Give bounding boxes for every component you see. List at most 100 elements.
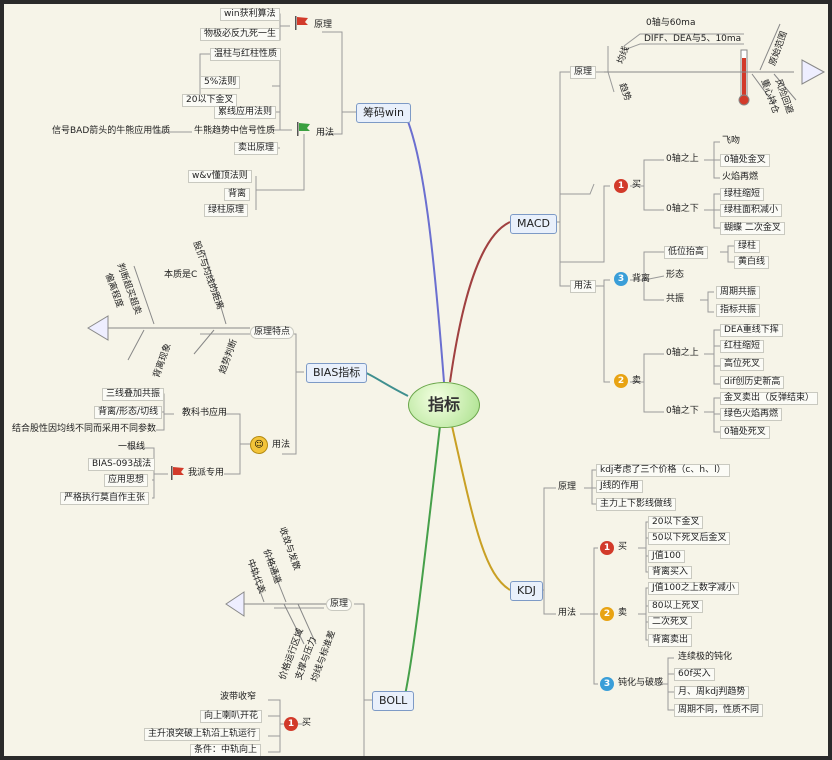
kdj-usage-label: 用法 (558, 608, 577, 618)
bias-textbook-item: 三线叠加共振 (102, 388, 165, 401)
chip-usage-label: 用法 (316, 128, 335, 138)
macd-buy-above-item: 火焰再燃 (722, 172, 759, 182)
number-3-icon: 3 (600, 677, 614, 691)
bias-textbook-item: 结合股性因均线不同而采用不同参数 (12, 424, 157, 434)
macd-buy-below-item: 绿柱缩短 (720, 188, 765, 201)
smiley-icon: ☺ (250, 436, 268, 454)
number-2-icon: 2 (614, 374, 628, 388)
kdj-buy-label: 买 (618, 542, 628, 552)
chip-principle-label: 原理 (314, 20, 333, 30)
chip-usage-item: 温柱与红柱性质 (210, 48, 282, 61)
branch-chip-win[interactable]: 筹码win (356, 103, 412, 123)
bias-usage-label: 用法 (272, 440, 291, 450)
kdj-principle-item: 主力上下影线做线 (596, 498, 677, 511)
macd-sell-label: 卖 (632, 376, 642, 386)
kdj-passivation-item: 周期不同，性质不同 (674, 704, 764, 717)
chip-principle-item: 物极必反九死一生 (200, 28, 281, 41)
number-3-icon: 3 (614, 272, 628, 286)
kdj-sell-item: 背离卖出 (648, 634, 693, 647)
connector-lines (87, 13, 826, 756)
kdj-buy-item: J值100 (648, 550, 685, 563)
macd-div-item: 低位抬高 (664, 246, 709, 259)
macd-buy-above-item: 0轴处金叉 (720, 154, 770, 167)
branch-boll[interactable]: BOLL (372, 691, 415, 711)
boll-principle-label: 原理 (326, 598, 353, 611)
macd-usage-label: 用法 (570, 280, 597, 293)
macd-buy-below: 0轴之下 (666, 204, 699, 214)
bias-textbook-item: 背离/形态/切线 (94, 406, 163, 419)
red-flag-icon (170, 466, 186, 480)
macd-div-sub: 周期共振 (716, 286, 761, 299)
boll-buy-label: 买 (302, 718, 312, 728)
chip-usage-item: 卖出原理 (234, 142, 279, 155)
macd-div-item: 形态 (666, 270, 685, 280)
macd-div-sub: 黄白线 (734, 256, 770, 269)
macd-sell-below: 0轴之下 (666, 406, 699, 416)
macd-sell-above-item: 红柱缩短 (720, 340, 765, 353)
kdj-buy-item: 20以下金叉 (648, 516, 704, 529)
boll-buy-item: 主升浪突破上轨沿上轨运行 (144, 728, 261, 741)
macd-buy-above-item: 飞吻 (722, 136, 741, 146)
kdj-sell-item: 二次死叉 (648, 616, 693, 629)
macd-sell-above-item: dif创历史新高 (720, 376, 785, 389)
macd-sell-above-item: DEA重线下挥 (720, 324, 783, 337)
boll-buy-item: 条件：中轨向上 (190, 744, 262, 756)
bias-custom-item: 一根线 (118, 442, 146, 452)
macd-sell-below-item: 金叉卖出（反弹结束） (720, 392, 819, 405)
kdj-passivation-item: 60f买入 (674, 668, 715, 681)
bias-textbook-label: 教科书应用 (182, 408, 228, 418)
boll-buy-item: 向上喇叭开花 (200, 710, 263, 723)
chip-usage-item: 累线应用法则 (214, 106, 277, 119)
number-2-icon: 2 (600, 607, 614, 621)
macd-divergence-label: 背离 (632, 274, 651, 284)
chip-usage-item: w&v懂顶法则 (188, 170, 252, 183)
kdj-passivation-item: 月、周kdj判趋势 (674, 686, 750, 699)
macd-sell-above: 0轴之上 (666, 348, 699, 358)
bias-custom-item: 应用思想 (104, 474, 149, 487)
mindmap-canvas: 指标 筹码win 原理 win获利算法 物极必反九死一生 用法 温柱与红柱性质 … (4, 4, 828, 756)
red-flag-icon (294, 16, 310, 30)
chip-principle-item: win获利算法 (220, 8, 280, 21)
macd-div-item: 共振 (666, 294, 685, 304)
central-topic[interactable]: 指标 (408, 382, 480, 428)
macd-buy-below-item: 蝴蝶 二次金叉 (720, 222, 785, 235)
green-flag-icon (296, 122, 312, 136)
kdj-sell-item: J值100之上数字减小 (648, 582, 739, 595)
kdj-passivation-item: 连续极的钝化 (678, 652, 733, 662)
kdj-buy-item: 50以下死叉后金叉 (648, 532, 731, 545)
kdj-buy-item: 背离买入 (648, 566, 693, 579)
macd-sell-below-item: 绿色火焰再燃 (720, 408, 783, 421)
bias-custom-item: 严格执行莫自作主张 (60, 492, 150, 505)
boll-buy-item: 波带收窄 (220, 692, 257, 702)
chip-usage-item: 背离 (224, 188, 251, 201)
chip-usage-item: 20以下金叉 (182, 94, 238, 107)
kdj-sell-item: 80以上死叉 (648, 600, 704, 613)
kdj-sell-label: 卖 (618, 608, 628, 618)
kdj-principle-label: 原理 (558, 482, 577, 492)
branch-macd[interactable]: MACD (510, 214, 557, 234)
macd-div-sub: 绿柱 (734, 240, 761, 253)
chip-usage-item: 绿柱原理 (204, 204, 249, 217)
number-1-icon: 1 (600, 541, 614, 555)
macd-principle-label: 原理 (570, 66, 597, 79)
macd-principle-item: DIFF、DEA与5、10ma (644, 34, 742, 44)
bias-feature-item: 本质是C (164, 270, 198, 280)
number-1-icon: 1 (614, 179, 628, 193)
macd-principle-item: 0轴与60ma (646, 18, 696, 28)
bias-feature-label: 原理特点 (250, 326, 295, 339)
branch-kdj[interactable]: KDJ (510, 581, 543, 601)
branch-bias[interactable]: BIAS指标 (306, 363, 368, 383)
bias-custom-item: BIAS-093战法 (88, 458, 156, 471)
kdj-principle-item: kdj考虑了三个价格（c、h、l） (596, 464, 730, 477)
kdj-passivation-label: 钝化与破感 (618, 678, 664, 688)
number-1-icon: 1 (284, 717, 298, 731)
macd-sell-above-item: 高位死叉 (720, 358, 765, 371)
macd-sell-below-item: 0轴处死叉 (720, 426, 770, 439)
macd-div-sub: 指标共振 (716, 304, 761, 317)
chip-usage-item: 信号BAD箭头的牛熊应用性质 (52, 126, 171, 136)
chip-usage-item: 牛熊趋势中信号性质 (194, 126, 276, 136)
macd-buy-label: 买 (632, 180, 642, 190)
kdj-principle-item: J线的作用 (596, 480, 643, 493)
macd-buy-below-item: 绿柱面积减小 (720, 204, 783, 217)
macd-buy-above: 0轴之上 (666, 154, 699, 164)
